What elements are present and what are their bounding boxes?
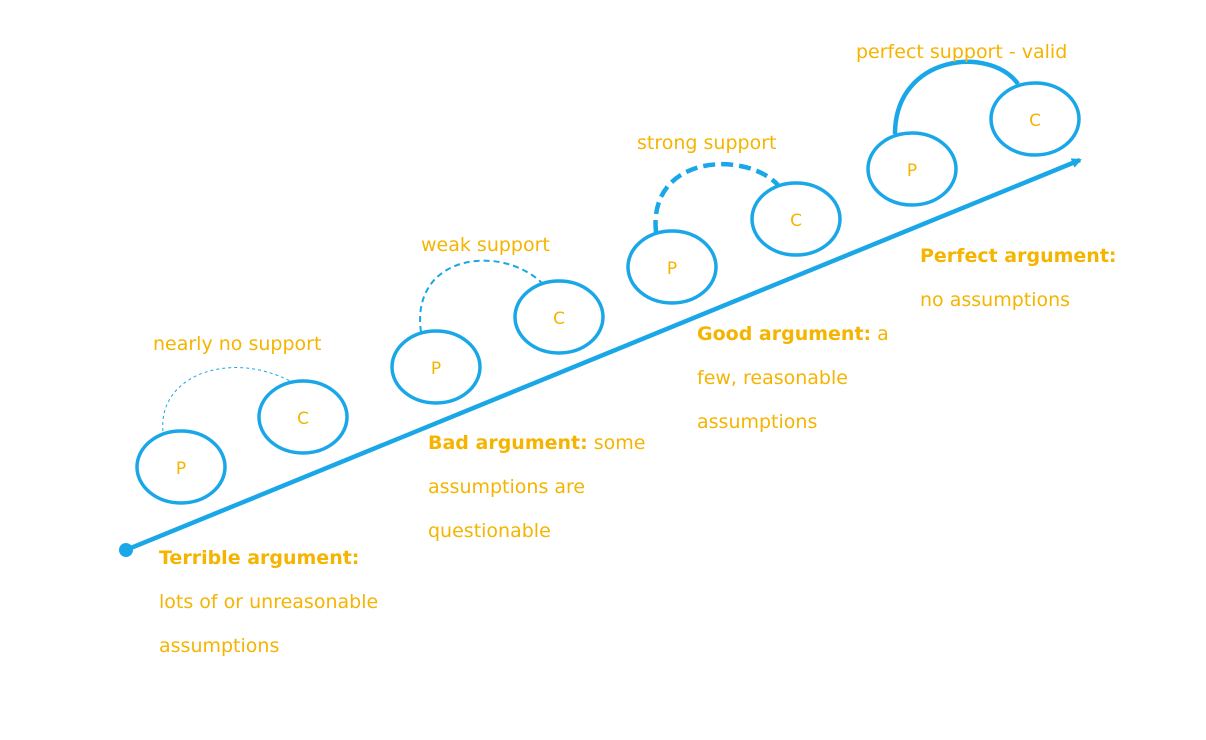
good-argument-description: Good argument: a few, reasonable assumpt… [697, 312, 889, 444]
premise-letter-4: P [907, 161, 917, 181]
support-arc-nearly-none [162, 367, 291, 432]
support-label-perfect: perfect support - valid [856, 41, 1067, 63]
premise-letter-2: P [431, 359, 441, 379]
bad-argument-title-line: Bad argument: some [428, 421, 646, 465]
premise-node-4 [866, 131, 958, 207]
conclusion-node-1 [257, 379, 349, 455]
terrible-argument-title: Terrible argument: [159, 547, 360, 569]
perfect-argument-title: Perfect argument: [920, 245, 1117, 267]
conclusion-node-4 [989, 81, 1081, 157]
terrible-argument-title-line: Terrible argument: [159, 536, 378, 580]
conclusion-letter-2: C [553, 309, 565, 329]
bad-argument-line-2: questionable [428, 520, 551, 542]
bad-argument-line-1: assumptions are [428, 476, 586, 498]
premise-letter-3: P [667, 259, 677, 279]
terrible-argument-line-2: assumptions [159, 635, 280, 657]
terrible-argument-description: Terrible argument: lots of or unreasonab… [159, 536, 378, 668]
arrow-start-dot [119, 543, 133, 557]
progress-arrow [125, 157, 1082, 553]
perfect-argument-description: Perfect argument: no assumptions [920, 234, 1117, 322]
perfect-argument-line-1: no assumptions [920, 289, 1071, 311]
good-argument-title-line: Good argument: a [697, 312, 889, 356]
good-argument-line-1: few, reasonable [697, 367, 848, 389]
good-argument-title-suffix: a [871, 323, 889, 345]
support-arc-strong [653, 161, 780, 233]
conclusion-letter-3: C [790, 211, 802, 231]
conclusion-letter-4: C [1029, 111, 1041, 131]
bad-argument-description: Bad argument: some assumptions are quest… [428, 421, 646, 553]
support-label-nearly-none: nearly no support [153, 333, 321, 355]
support-arc-perfect [892, 59, 1020, 135]
terrible-argument-line-1: lots of or unreasonable [159, 591, 379, 613]
bad-argument-title: Bad argument: [428, 432, 588, 454]
support-label-strong: strong support [637, 132, 776, 154]
premise-node-1 [135, 429, 227, 505]
good-argument-title: Good argument: [697, 323, 872, 345]
conclusion-node-3 [750, 181, 842, 257]
perfect-argument-title-line: Perfect argument: [920, 234, 1117, 278]
premise-node-3 [626, 229, 718, 305]
conclusion-node-2 [513, 279, 605, 355]
premise-letter-1: P [176, 459, 186, 479]
support-arc-weak [419, 259, 543, 333]
conclusion-letter-1: C [297, 409, 309, 429]
premise-node-2 [390, 329, 482, 405]
good-argument-line-2: assumptions [697, 411, 818, 433]
support-label-weak: weak support [421, 234, 550, 256]
bad-argument-title-suffix: some [587, 432, 646, 454]
